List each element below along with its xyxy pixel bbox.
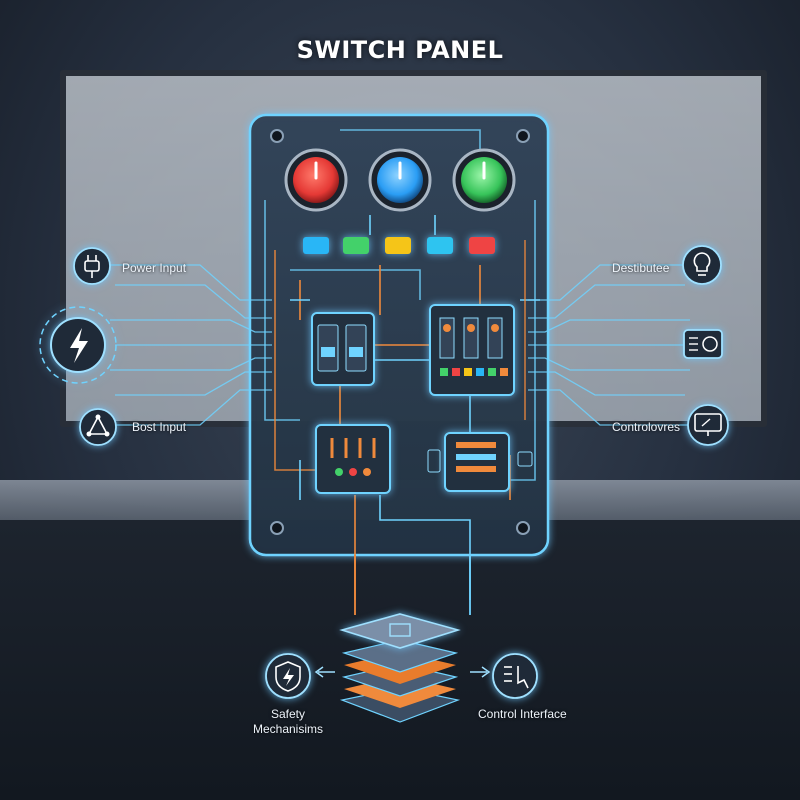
indicator-lights: [303, 237, 495, 254]
power-knob-red[interactable]: [284, 148, 348, 212]
panel-circuit-traces: [264, 129, 540, 600]
panel-screw-icon: [516, 129, 530, 143]
indicator-cyan: [427, 237, 453, 254]
panel-screw-icon: [516, 521, 530, 535]
connection-arrows: [314, 666, 491, 678]
label-bost-input: Bost Input: [132, 420, 187, 434]
shield-lightning-icon: [265, 653, 311, 699]
label-power-input: Power Input: [122, 261, 187, 275]
plug-icon: [73, 247, 111, 285]
panel-screw-icon: [270, 129, 284, 143]
layered-chip-icon: [339, 555, 471, 723]
breaker-module-right: [429, 304, 515, 396]
indicator-yellow: [385, 237, 411, 254]
control-chip-module: [315, 424, 391, 494]
power-knob-blue[interactable]: [368, 148, 432, 212]
breaker-module-left: [311, 312, 375, 386]
label-safety-mechanisms: Safety Mechanisims: [234, 707, 342, 737]
monitor-icon: [687, 404, 729, 446]
power-knob-green[interactable]: [452, 148, 516, 212]
panel-screw-icon: [270, 521, 284, 535]
right-connection-lines: [528, 264, 690, 426]
indicator-blue: [303, 237, 329, 254]
indicator-red: [469, 237, 495, 254]
label-destibutee: Destibutee: [612, 261, 670, 275]
touch-control-icon: [492, 653, 538, 699]
lightbulb-icon: [682, 245, 722, 285]
relay-module: [427, 432, 533, 492]
left-connection-lines: [110, 264, 272, 426]
indicator-green: [343, 237, 369, 254]
label-control-interface: Control Interface: [478, 707, 567, 721]
lightning-gear-icon: [39, 306, 117, 384]
network-triangle-icon: [79, 408, 117, 446]
label-controlovres: Controlovres: [612, 420, 681, 434]
label-safety-line2: Mechanisims: [252, 722, 324, 736]
page-title: SWITCH PANEL: [296, 36, 504, 64]
meter-icon: [683, 329, 723, 359]
label-safety-line1: Safety: [270, 707, 306, 721]
